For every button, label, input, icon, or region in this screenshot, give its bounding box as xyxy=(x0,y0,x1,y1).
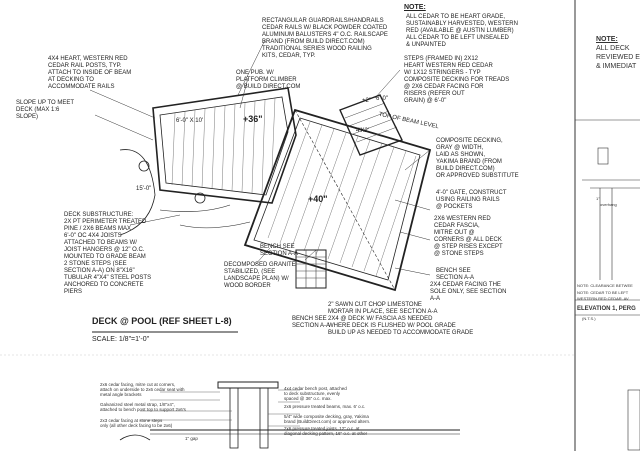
callout-ceiling: ONE PUB. W/ PLATFORM CLIMBER @ BUILD DIR… xyxy=(236,70,301,90)
detail-label-12: 5/4" wide composite decking, gray, Yakim… xyxy=(284,414,369,419)
callout-post: 4X4 HEART, WESTERN RED CEDAR RAIL POSTS,… xyxy=(48,56,132,90)
right-note-line-2: REVIEWED E xyxy=(596,54,640,61)
detail-label-4: Galvanized steel metal strap, 1/8"x4", xyxy=(100,402,175,407)
bench-section-detail xyxy=(0,354,575,449)
right-dim-label: 1" xyxy=(596,196,600,201)
detail-label-11: 2x6 pressure treated beams, max. 6' o.c. xyxy=(284,404,366,409)
dim-2: +2" xyxy=(362,98,371,104)
right-small-note-3: WESTERN RED CEDAR. AV xyxy=(577,296,629,301)
dim-40: +40" xyxy=(308,194,328,204)
right-note-line-3: & IMMEDIAT xyxy=(596,63,637,70)
notes-header: NOTE: xyxy=(404,4,426,11)
detail-grade-label: 1" gap xyxy=(185,436,198,441)
dim-6x10: 6'-0" X 10' xyxy=(176,118,204,124)
detail-label-14: 2x6 pressure treated joists, 12" o.c. at xyxy=(284,426,360,431)
detail-label-6: 2x3 cedar facing at stone steps xyxy=(100,418,163,423)
callout-stone: 2" SAWN CUT CHOP LIMESTONE MORTAR IN PLA… xyxy=(328,302,474,336)
callout-bench-a: BENCH SEE SECTION A-A xyxy=(260,244,299,257)
note-line-2: SUSTAINABLY HARVESTED, WESTERN xyxy=(406,21,518,27)
sheet-scale: SCALE: 1/8"=1'-0" xyxy=(92,336,150,343)
sheet-title: DECK @ POOL (REF SHEET L-8) xyxy=(92,316,232,326)
detail-label-2: attach on underside to 2x6 cedar seat wi… xyxy=(100,387,185,392)
left-deck-wing xyxy=(152,87,297,204)
callout-decomposed: DECOMPOSED GRANITE STABILIZED, (SEE LAND… xyxy=(224,262,296,289)
right-note-line-1: ALL DECK xyxy=(596,45,630,52)
callout-substructure: DECK SUBSTRUCTURE: 2X PT PERIMETER TREAT… xyxy=(64,212,152,295)
elevation-title: ELEVATION 1, PERG xyxy=(577,306,636,312)
dim-6x6: 6'-0" xyxy=(376,96,388,102)
stone-steps xyxy=(295,249,327,289)
right-note-header: NOTE: xyxy=(596,36,618,43)
detail-label-15: diagonal decking pattern, 16" o.c. at ot… xyxy=(284,431,368,436)
callout-bench-b: BENCH SEE SECTION A-A xyxy=(436,268,475,281)
note-line-1: ALL CEDAR TO BE HEART GRADE, xyxy=(406,14,506,20)
detail-label-13: brand (BuildDirect.com) or approved alte… xyxy=(284,419,371,424)
callout-slope: SLOPE UP TO MEET DECK (MAX 1:6 SLOPE) xyxy=(16,100,75,120)
note-line-4: ALL CEDAR TO BE LEFT UNSEALED xyxy=(406,35,509,41)
callout-bench-c: BENCH SEE SECTION A-A xyxy=(292,316,331,329)
right-overhang-label: overhang xyxy=(600,202,617,207)
callout-railing: RECTANGULAR GUARDRAILS/HANDRAILS CEDAR R… xyxy=(262,18,388,59)
detail-label-7: only (all other deck facing to be 2x6) xyxy=(100,423,173,428)
callout-guard: 2X4 CEDAR FACING THE SOLE ONLY, SEE SECT… xyxy=(430,282,507,302)
detail-label-3: metal angle brackets xyxy=(100,392,142,397)
callout-fascia: 2X6 WESTERN RED CEDAR FASCIA, MITRE OUT … xyxy=(434,216,503,257)
detail-label-8: 4x4 cedar bench post, attached xyxy=(284,386,347,391)
detail-label-1: 2x6 cedar facing, mitre cut at corners, xyxy=(100,382,176,387)
main-deck-diamond xyxy=(243,108,432,292)
callout-stairs: STEPS (FRAMED IN) 2X12 HEART WESTERN RED… xyxy=(404,56,510,104)
right-small-note-1: NOTE: CLEARANCE BETWEE xyxy=(577,283,633,288)
dim-15: 15'-0" xyxy=(136,186,152,192)
dim-36: +36" xyxy=(243,114,263,124)
dim-4x2: 4'X2' xyxy=(356,128,369,134)
detail-label-5: attached to bench post top to support 2x… xyxy=(100,407,186,412)
note-line-3: RED (AVAILABLE @ AUSTIN LUMBER) xyxy=(406,28,514,34)
stair-block xyxy=(339,94,403,156)
right-small-note-2: NOTE: CEDAR TO BE LEFT xyxy=(577,290,629,295)
callout-gate: 4'-0" GATE, CONSTRUCT USING RAILING RAIL… xyxy=(436,190,507,210)
note-line-5: & UNPAINTED xyxy=(406,42,446,48)
detail-label-9: to deck substructure, evenly xyxy=(284,391,341,396)
callout-composite: COMPOSITE DECKING, GRAY @ WIDTH, LAID AS… xyxy=(436,138,519,179)
elevation-scale: (N.T.S.) xyxy=(582,316,596,321)
detail-label-10: spaced @ 36" o.c. max. xyxy=(284,396,332,401)
